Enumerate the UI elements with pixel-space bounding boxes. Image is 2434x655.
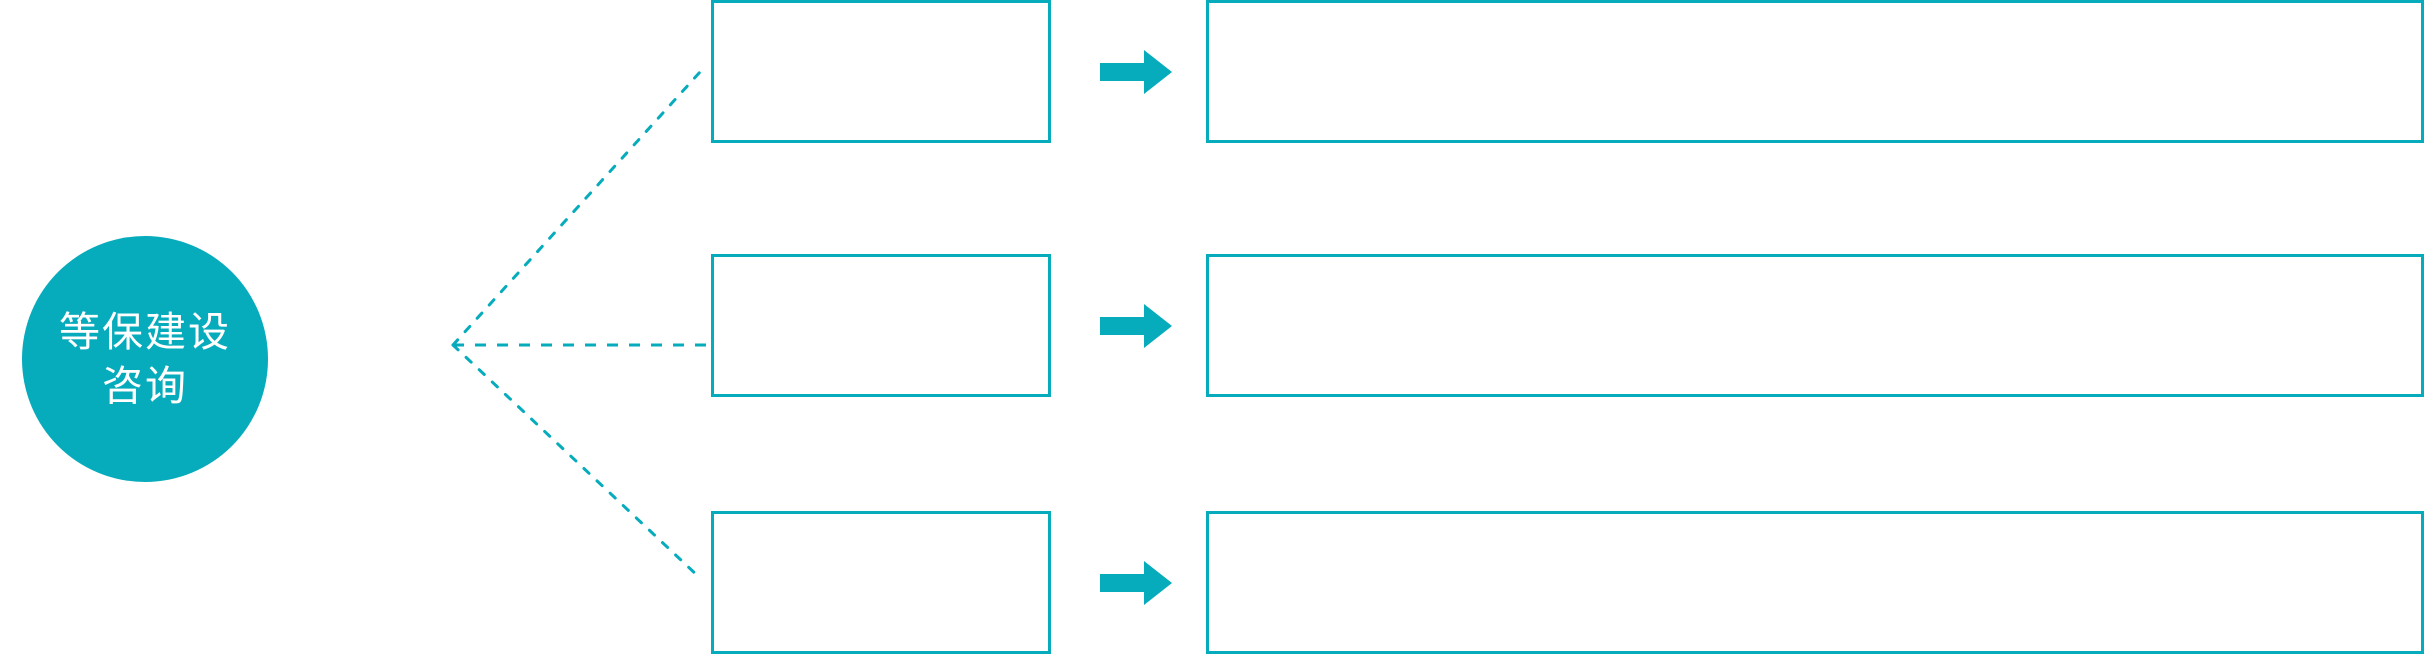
stage-box-1[interactable]	[711, 0, 1051, 143]
process-row-3	[0, 511, 2434, 654]
arrow-right-icon	[1100, 304, 1172, 348]
hub-node[interactable]: 等保建设 咨询	[22, 236, 268, 482]
hub-label-line-2: 咨询	[102, 362, 188, 410]
hub-label-line-1: 等保建设	[59, 307, 231, 356]
detail-box-3[interactable]	[1206, 511, 2424, 654]
stage-box-3[interactable]	[711, 511, 1051, 654]
process-row-1	[0, 0, 2434, 143]
process-row-2	[0, 254, 2434, 397]
detail-box-2[interactable]	[1206, 254, 2424, 397]
stage-box-2[interactable]	[711, 254, 1051, 397]
arrow-right-icon	[1100, 561, 1172, 605]
arrow-right-icon	[1100, 50, 1172, 94]
detail-box-1[interactable]	[1206, 0, 2424, 143]
